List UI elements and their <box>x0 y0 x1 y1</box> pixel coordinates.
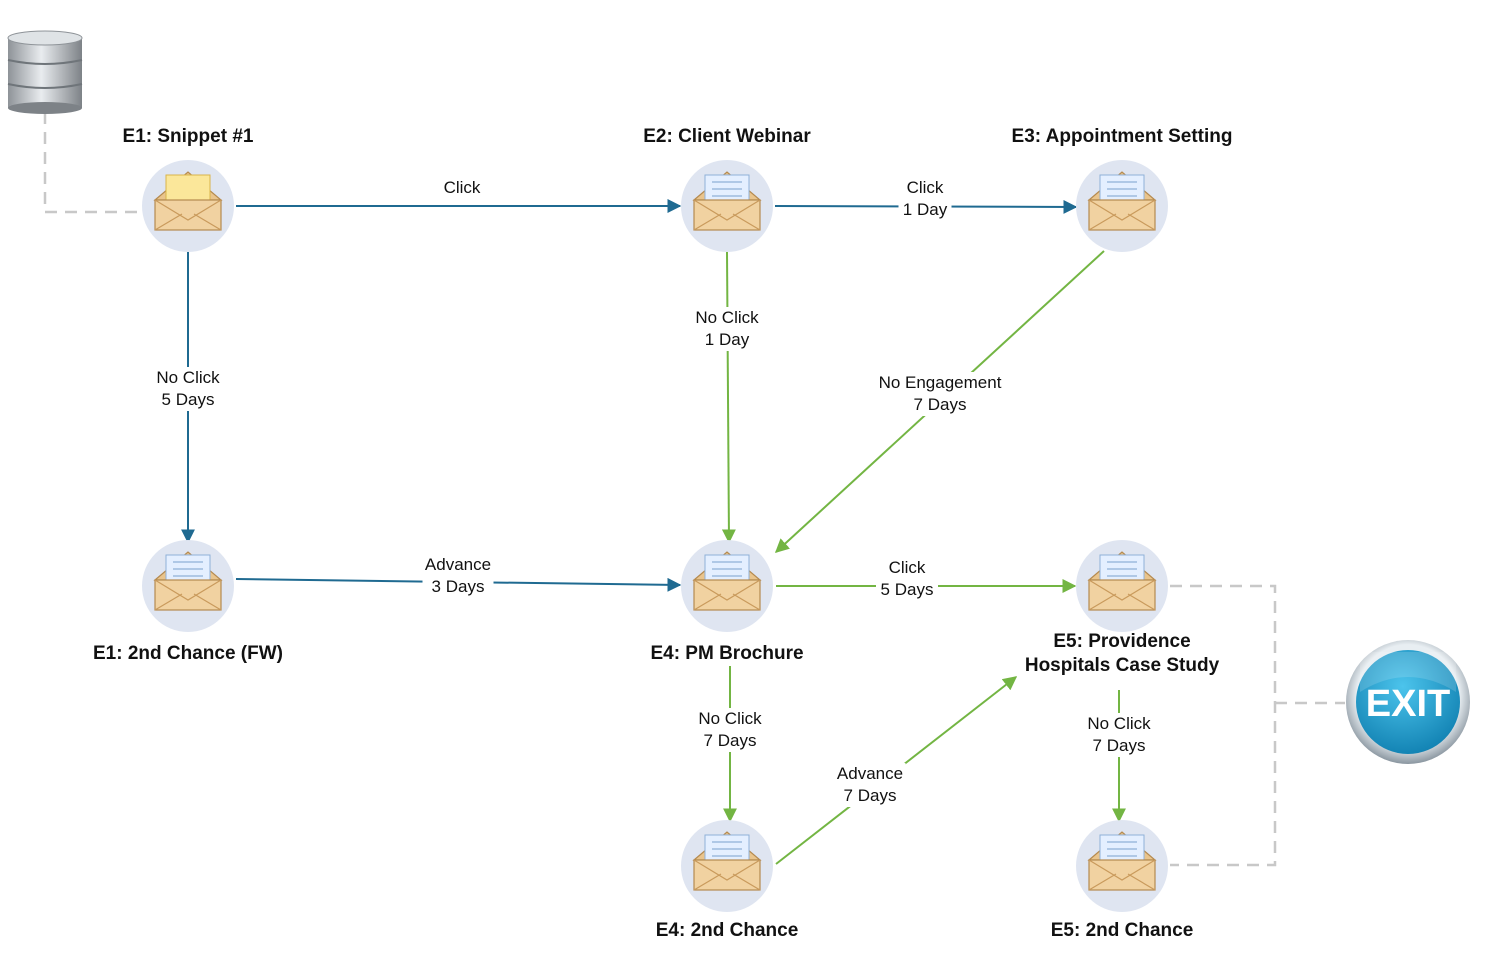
node-title: Hospitals Case Study <box>1025 655 1220 676</box>
node-e4b[interactable]: E4: 2nd Chance <box>656 820 799 941</box>
node-e5b[interactable]: E5: 2nd Chance <box>1051 820 1194 941</box>
edge-e2-e4: No Click 1 Day <box>687 251 767 544</box>
edge-label: 7 Days <box>844 786 897 805</box>
node-title: E1: Snippet #1 <box>123 126 254 147</box>
edge-label-bg <box>435 177 489 199</box>
node-title: E1: 2nd Chance (FW) <box>93 643 283 664</box>
edge-label: 5 Days <box>881 580 934 599</box>
envelope-open-letter-icon <box>1087 171 1157 231</box>
edge-label: 1 Day <box>705 330 750 349</box>
e5-exit-connector <box>1170 584 1277 867</box>
node-e2[interactable]: E2: Client Webinar <box>643 126 811 252</box>
edge-e4-e5: Click 5 Days <box>776 557 1077 601</box>
node-e4[interactable]: E4: PM Brochure <box>650 540 804 664</box>
node-title: E4: 2nd Chance <box>656 920 799 941</box>
envelope-open-yellow-icon <box>153 171 223 231</box>
node-title: E5: 2nd Chance <box>1051 920 1194 941</box>
edge-label: Advance <box>837 764 903 783</box>
edge-label: Click <box>444 178 481 197</box>
edge-label: No Click <box>1087 714 1151 733</box>
edge-label: 7 Days <box>704 731 757 750</box>
edge-label: 3 Days <box>432 577 485 596</box>
node-e1b[interactable]: E1: 2nd Chance (FW) <box>93 540 283 664</box>
edge-label-bg <box>877 372 1003 416</box>
edge-e5-e5b: No Click 7 Days <box>1079 690 1159 823</box>
edge-label: No Click <box>156 368 220 387</box>
edge-label: 7 Days <box>914 395 967 414</box>
edge-label: No Engagement <box>879 373 1002 392</box>
edge-label-bg <box>690 708 770 752</box>
edge-label: Click <box>889 558 926 577</box>
edge-label: 5 Days <box>162 390 215 409</box>
edge-label-bg <box>422 554 494 598</box>
exit-label: EXIT <box>1366 683 1450 725</box>
envelope-open-letter-icon <box>153 551 223 611</box>
envelope-open-letter-icon <box>1087 831 1157 891</box>
node-e3[interactable]: E3: Appointment Setting <box>1012 126 1233 252</box>
edge-line <box>721 251 736 544</box>
edge-label-bg <box>898 177 952 221</box>
edge-label-bg <box>687 307 767 351</box>
edge-label: 1 Day <box>903 200 948 219</box>
envelope-open-letter-icon <box>692 831 762 891</box>
edge-e2-e3: Click 1 Day <box>774 177 1078 221</box>
edge-e1-e1b: No Click 5 Days <box>148 252 228 544</box>
edge-e1b-e4: Advance 3 Days <box>235 554 682 598</box>
edge-label: 7 Days <box>1093 736 1146 755</box>
node-layer: E1: Snippet #1 E2: Client Webinar E3: Appo… <box>93 126 1232 941</box>
edge-label: Click <box>907 178 944 197</box>
edge-label-bg <box>834 763 906 807</box>
envelope-open-letter-icon <box>692 171 762 231</box>
database-icon <box>7 30 83 114</box>
source-connector <box>43 112 140 214</box>
edge-label: Advance <box>425 555 491 574</box>
edge-label-bg <box>148 367 228 411</box>
envelope-open-letter-icon <box>692 551 762 611</box>
envelope-open-letter-icon <box>1087 551 1157 611</box>
edge-label: No Click <box>698 709 762 728</box>
edge-e4b-e5: Advance 7 Days <box>775 676 1018 865</box>
edge-e4-e4b: No Click 7 Days <box>690 666 770 823</box>
edge-e1-e2: Click <box>236 177 682 213</box>
edge-e3-e4: No Engagement 7 Days <box>774 250 1105 553</box>
edge-label: No Click <box>695 308 759 327</box>
node-title: E2: Client Webinar <box>643 126 811 147</box>
edge-label-bg <box>876 557 938 601</box>
node-title: E5: Providence <box>1053 631 1190 652</box>
node-title: E3: Appointment Setting <box>1012 126 1233 147</box>
node-e1[interactable]: E1: Snippet #1 <box>123 126 254 252</box>
node-title: E4: PM Brochure <box>650 643 803 664</box>
exit-button-icon[interactable]: EXIT <box>1346 640 1470 764</box>
edge-label-bg <box>1079 713 1159 757</box>
dashed-connectors <box>43 112 1345 867</box>
